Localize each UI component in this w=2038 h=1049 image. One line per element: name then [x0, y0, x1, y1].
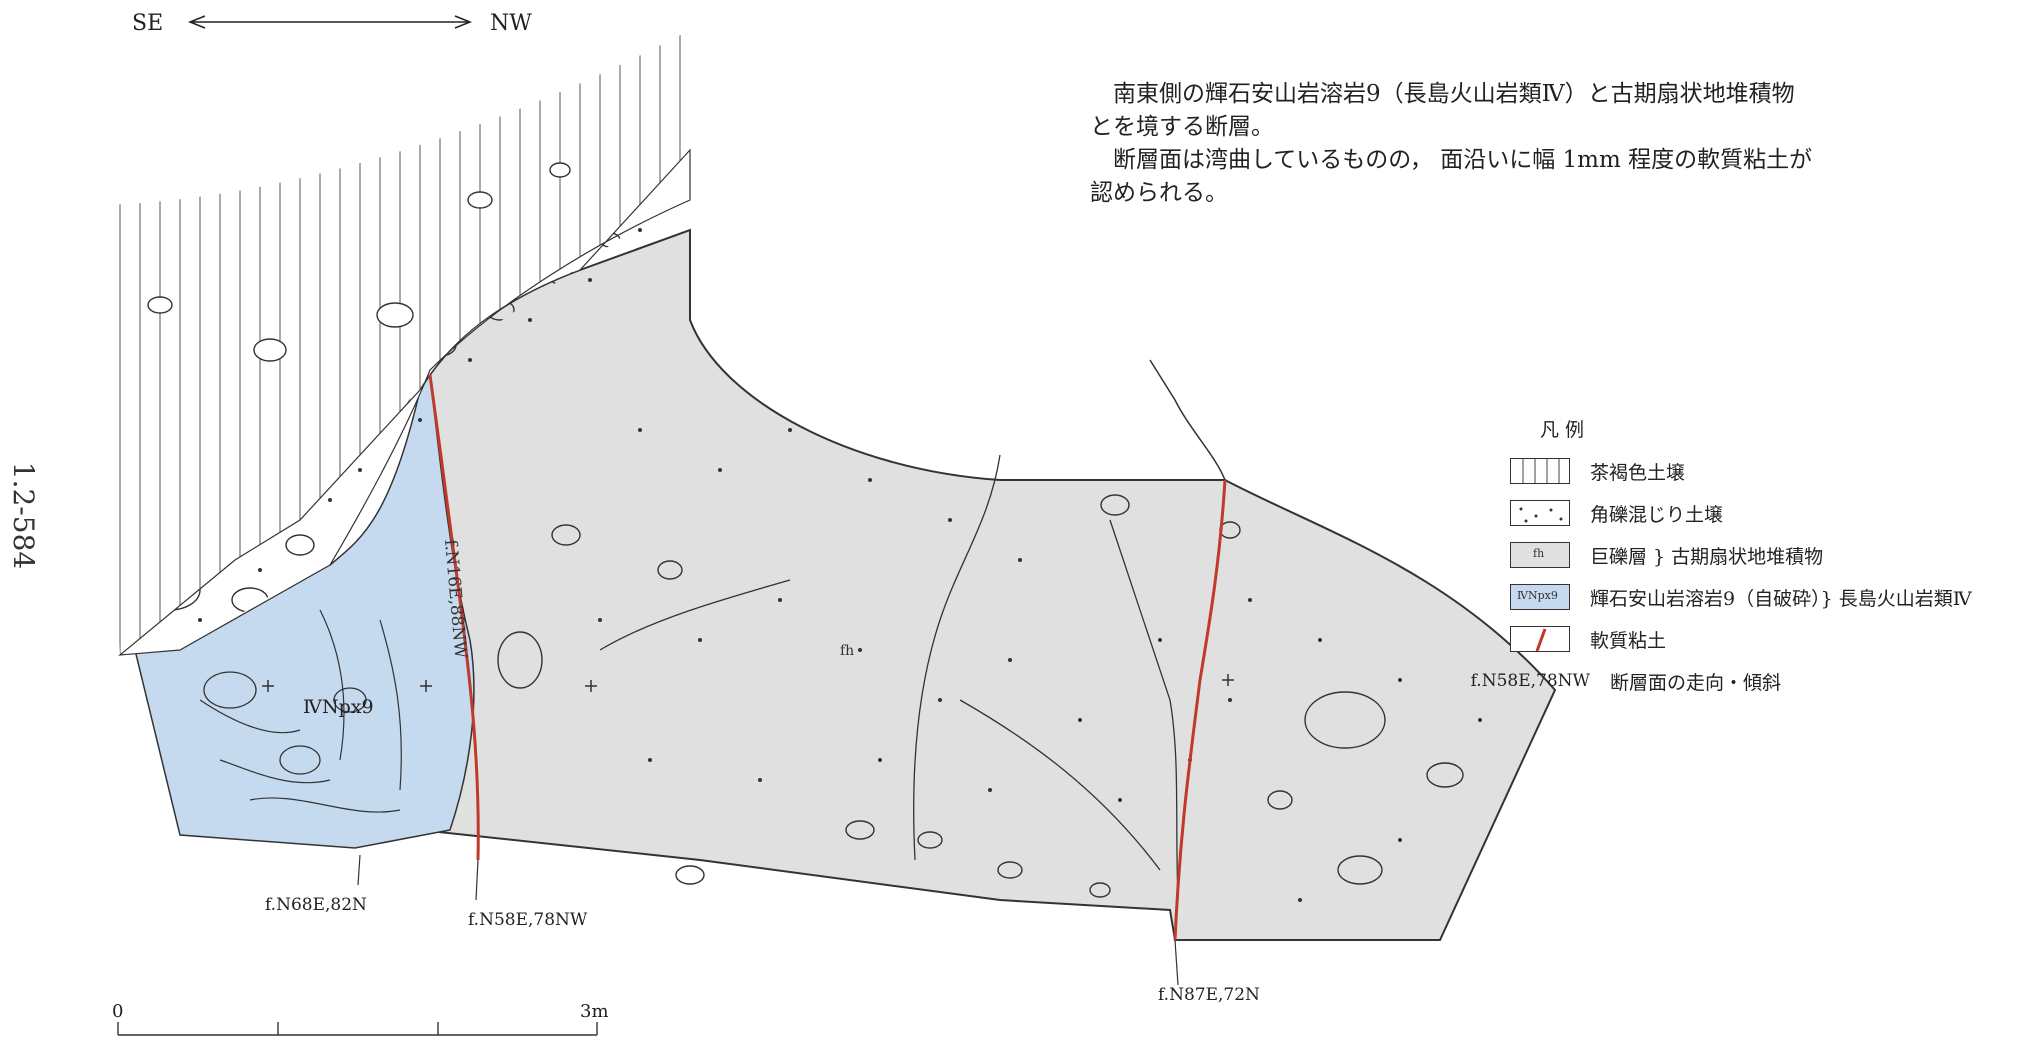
clay-seam-left: [428, 374, 480, 861]
legend-item-gravel-soil: 角礫混じり土壌: [1440, 492, 2030, 534]
legend: 凡 例 茶褐色土壌 角礫混じり土壌 fh 巨礫層 } 古期扇状地堆積物 ⅣNpx…: [1440, 415, 2030, 702]
fault-line-right: [1149, 359, 1226, 481]
andesite-unit-area: [134, 372, 475, 849]
legend-swatch-gray: fh: [1510, 542, 1570, 568]
legend-item-brown-soil: 茶褐色土壌: [1440, 450, 2030, 492]
scale-bar: [117, 1022, 598, 1036]
page-number: 1.2-584: [7, 461, 41, 569]
fan-deposit-area: [348, 228, 1557, 941]
legend-swatch-red-line: [1510, 626, 1570, 652]
plus-markers: [262, 674, 1234, 692]
legend-item-andesite: ⅣNpx9 輝石安山岩溶岩9（自破砕）} 長島火山岩類Ⅳ: [1440, 576, 2030, 618]
gravel-dots: [198, 228, 642, 622]
description-line-4: 認められる。: [1090, 180, 1228, 206]
gravel-soil-layer: [118, 148, 691, 656]
description-line-2: とを境する断層。: [1090, 114, 1274, 140]
legend-swatch-blue: ⅣNpx9: [1510, 584, 1570, 610]
fault-leaders: [357, 854, 1179, 986]
fault-label-3: f.N87E,72N: [1158, 985, 1260, 1005]
orientation-se: SE: [132, 11, 163, 36]
legend-item-clay: 軟質粘土: [1440, 618, 2030, 660]
description-line-3: 断層面は湾曲しているものの， 面沿いに幅 1mm 程度の軟質粘土が: [1113, 147, 1813, 173]
description-text: 南東側の輝石安山岩溶岩9（長島火山岩類Ⅳ）と古期扇状地堆積物 とを境する断層。 …: [1090, 78, 1970, 210]
fan-fractures: [599, 454, 1179, 901]
andesite-unit-label: ⅣNpx9: [303, 696, 374, 718]
scale-end: 3m: [580, 1001, 609, 1022]
clay-seam-right: [1173, 479, 1227, 941]
legend-swatch-dots: [1510, 500, 1570, 526]
fault-label-2: f.N58E,78NW: [468, 910, 588, 930]
fan-unit-label: fh: [840, 643, 854, 659]
andesite-clasts: [203, 671, 367, 775]
scale-start: 0: [112, 1001, 123, 1022]
legend-label-brown-soil: 茶褐色土壌: [1590, 461, 1686, 484]
fan-dots: [598, 428, 1482, 902]
legend-label-gravel-soil: 角礫混じり土壌: [1590, 503, 1724, 526]
legend-label-strike-dip: 断層面の走向・傾斜: [1610, 671, 1782, 694]
legend-title: 凡 例: [1540, 419, 1585, 441]
legend-label-boulder: 巨礫層 } 古期扇状地堆積物: [1590, 545, 1824, 568]
orientation-arrow: [187, 15, 473, 29]
legend-item-strike-dip: f.N58E,78NW 断層面の走向・傾斜: [1440, 660, 2030, 702]
legend-label-andesite: 輝石安山岩溶岩9（自破砕）} 長島火山岩類Ⅳ: [1590, 587, 1972, 610]
description-line-1: 南東側の輝石安山岩溶岩9（長島火山岩類Ⅳ）と古期扇状地堆積物: [1113, 81, 1795, 107]
andesite-fractures: [199, 609, 402, 813]
legend-item-boulder: fh 巨礫層 } 古期扇状地堆積物: [1440, 534, 2030, 576]
legend-swatch-vertical-lines: [1510, 458, 1570, 484]
fault-label-1: f.N68E,82N: [265, 895, 367, 915]
brown-soil-layer: [100, 30, 690, 655]
soil-clasts: [147, 162, 571, 362]
legend-label-clay: 軟質粘土: [1590, 629, 1667, 652]
legend-swatch-strike-dip: f.N58E,78NW: [1470, 671, 1590, 691]
orientation-nw: NW: [490, 11, 532, 36]
